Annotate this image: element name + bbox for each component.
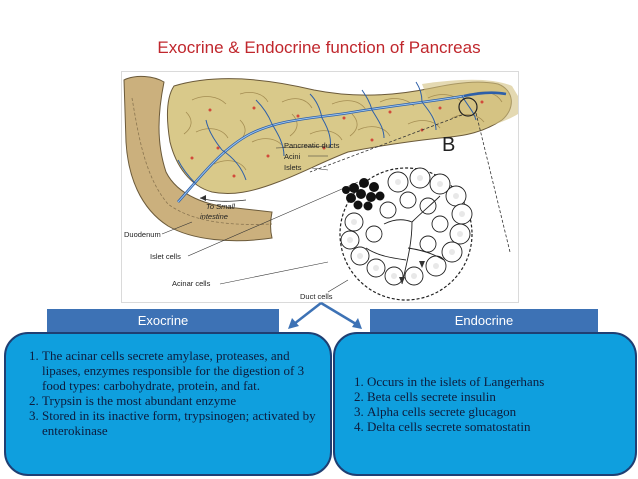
exocrine-item: Trypsin is the most abundant enzyme — [42, 393, 330, 408]
panel-letter: B — [442, 134, 456, 156]
label-acinar-cells: Acinar cells — [172, 279, 211, 288]
exocrine-heading: Exocrine — [47, 309, 279, 332]
endocrine-item: Alpha cells secrete glucagon — [367, 404, 635, 419]
label-duodenum: Duodenum — [124, 230, 161, 239]
label-to-small-intestine-1: To Small — [206, 202, 235, 211]
islet-cells-cluster — [342, 178, 385, 211]
label-acini: Acini — [284, 152, 301, 161]
endocrine-box: Occurs in the islets of Langerhans Beta … — [333, 332, 637, 476]
endocrine-list: Occurs in the islets of Langerhans Beta … — [335, 374, 635, 434]
endocrine-item: Beta cells secrete insulin — [367, 389, 635, 404]
pancreas-figure: Pancreatic ducts Acini Islets B To Small… — [121, 71, 519, 303]
label-islet-cells: Islet cells — [150, 252, 181, 261]
exocrine-item: Stored in its inactive form, trypsinogen… — [42, 408, 330, 438]
exocrine-list: The acinar cells secrete amylase, protea… — [6, 348, 330, 438]
arrow-to-endocrine — [320, 301, 357, 326]
arrow-to-exocrine — [293, 302, 322, 325]
label-islets: Islets — [284, 163, 302, 172]
duodenum-shape — [123, 75, 273, 242]
label-to-small-intestine-2: intestine — [200, 212, 228, 221]
endocrine-item: Occurs in the islets of Langerhans — [367, 374, 635, 389]
label-pancreatic-ducts: Pancreatic ducts — [284, 141, 340, 150]
pancreas-illustration — [123, 75, 518, 301]
islet-highlight — [458, 97, 478, 117]
exocrine-box: The acinar cells secrete amylase, protea… — [4, 332, 332, 476]
endocrine-heading: Endocrine — [370, 309, 598, 332]
endocrine-item: Delta cells secrete somatostatin — [367, 419, 635, 434]
exocrine-item: The acinar cells secrete amylase, protea… — [42, 348, 330, 393]
acinar-units — [340, 167, 473, 286]
label-duct-cells: Duct cells — [300, 292, 333, 301]
slide-title: Exocrine & Endocrine function of Pancrea… — [157, 38, 481, 57]
